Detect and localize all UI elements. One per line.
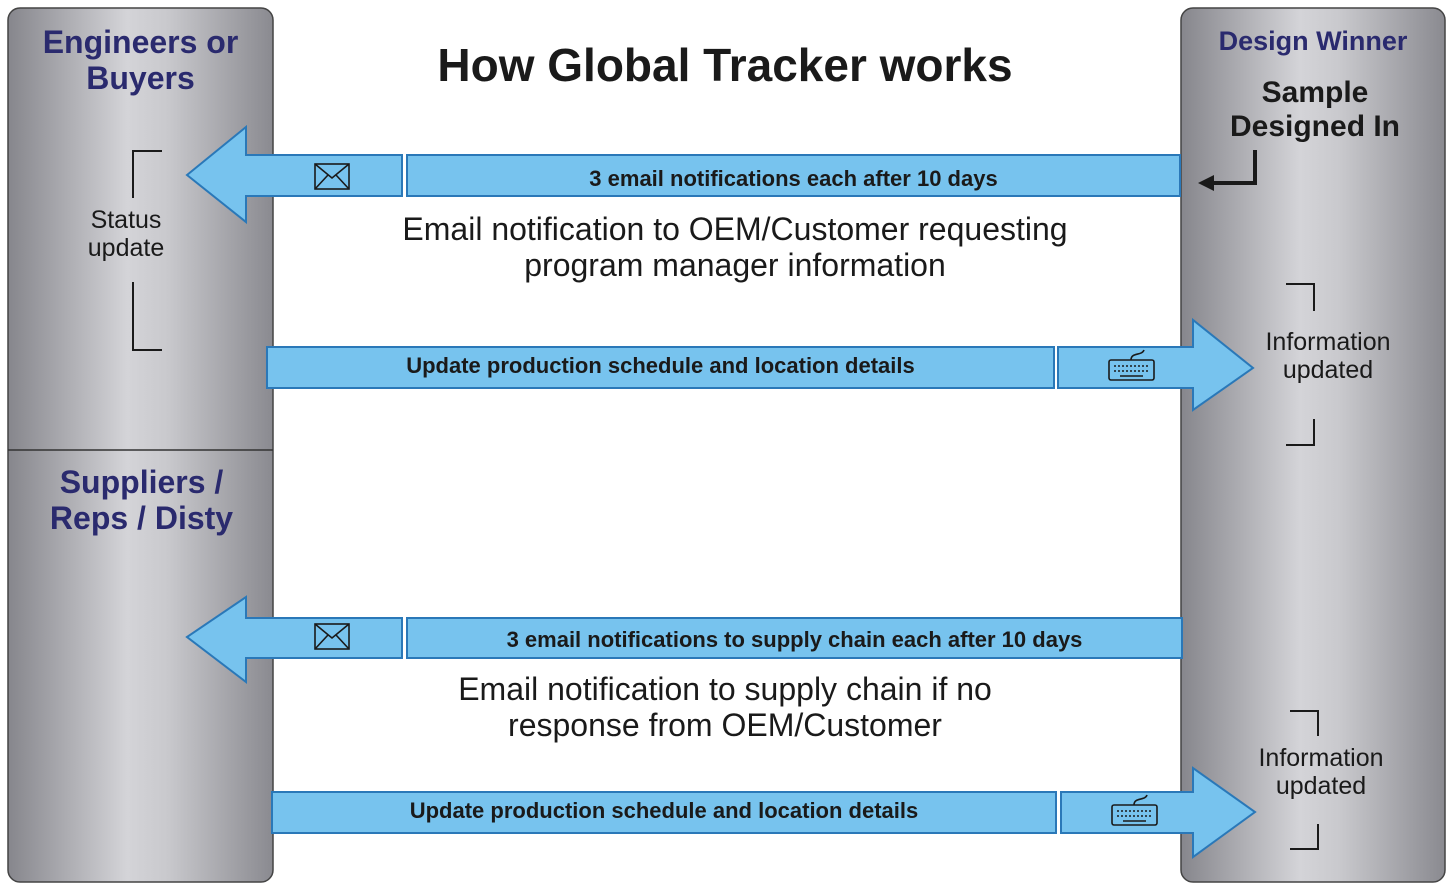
arrow-label-2: Update production schedule and location … [406, 353, 915, 378]
envelope-icon [314, 163, 350, 190]
info-bracket-2 [1290, 710, 1319, 850]
keyboard-icon [1108, 349, 1155, 381]
status-bracket [132, 150, 162, 351]
suppliers-label: Suppliers / Reps / Disty [49, 464, 234, 536]
envelope-icon [314, 623, 350, 650]
email-arrow-1 [185, 124, 1181, 225]
arrow-label-1: 3 email notifications each after 10 days [589, 166, 998, 191]
left-column [7, 7, 274, 883]
return-arrow-icon [1198, 150, 1257, 191]
design-winner-label: Design Winner [1218, 26, 1408, 56]
engineers-buyers-label: Engineers or Buyers [42, 24, 239, 96]
update-arrow-2 [271, 766, 1257, 859]
description-2: Email notification to supply chain if no… [458, 671, 992, 743]
sample-designed-in-label: Sample Designed In [1229, 76, 1401, 143]
info-bracket-1 [1286, 283, 1315, 446]
description-1: Email notification to OEM/Customer reque… [402, 211, 1068, 283]
status-update-label: Status update [87, 206, 165, 262]
information-updated-label-1: Information updated [1265, 328, 1391, 384]
information-updated-label-2: Information updated [1258, 744, 1384, 800]
page-title: How Global Tracker works [437, 39, 1013, 91]
arrow-label-4: Update production schedule and location … [409, 798, 919, 823]
arrow-label-3: 3 email notifications to supply chain ea… [506, 627, 1083, 652]
update-arrow-1 [266, 317, 1255, 412]
email-arrow-2 [185, 595, 1183, 685]
keyboard-icon [1111, 794, 1158, 826]
